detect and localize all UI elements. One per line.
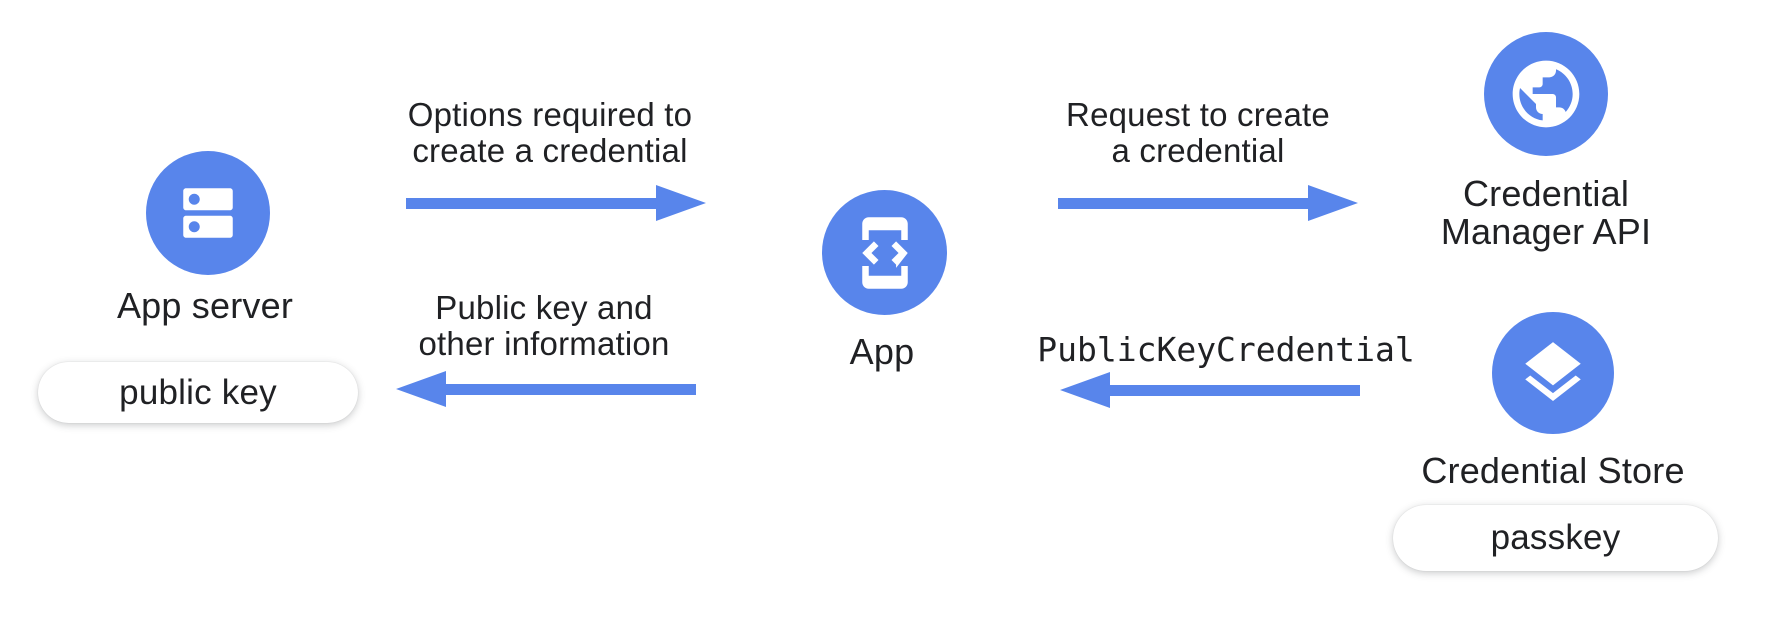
app-circle	[822, 190, 947, 315]
public-key-pill-label: public key	[119, 372, 277, 412]
credential-store-circle	[1492, 312, 1614, 434]
public-key-arrow-label: Public key and other information	[354, 290, 734, 362]
request-arrow-label: Request to create a credential	[1008, 97, 1388, 169]
credential-manager-title-line1: Credential	[1462, 173, 1630, 214]
phone-code-icon	[846, 214, 924, 292]
options-arrow-right-icon	[406, 180, 706, 226]
credential-store-title: Credential Store	[1421, 450, 1685, 491]
app-server-circle	[146, 151, 270, 275]
public-key-arrow-label-line1: Public key and	[435, 289, 653, 326]
request-arrow-right-icon	[1058, 180, 1358, 226]
credential-manager-circle	[1484, 32, 1608, 156]
publickeycredential-arrow-left-icon	[1060, 367, 1360, 413]
app-title: App	[849, 331, 915, 372]
request-arrow-label-line1: Request to create	[1066, 96, 1330, 133]
credential-manager-title: Credential Manager API	[1396, 175, 1696, 251]
public-key-arrow-left-icon	[396, 366, 696, 412]
credential-manager-title-line2: Manager API	[1440, 211, 1652, 252]
globe-icon	[1506, 54, 1586, 134]
options-arrow-label-line2: create a credential	[412, 132, 688, 169]
options-arrow-label: Options required to create a credential	[360, 97, 740, 169]
public-key-arrow-label-line2: other information	[418, 325, 670, 362]
request-arrow-label-line2: a credential	[1111, 132, 1285, 169]
passkey-pill-label: passkey	[1490, 518, 1621, 557]
passkey-pill: passkey	[1393, 505, 1718, 571]
options-arrow-label-line1: Options required to	[407, 96, 693, 133]
public-key-pill: public key	[38, 362, 358, 423]
app-server-title: App server	[116, 285, 294, 326]
layers-icon	[1516, 336, 1590, 410]
publickeycredential-arrow-label: PublicKeyCredential	[1037, 330, 1415, 369]
server-dns-icon	[175, 180, 241, 246]
